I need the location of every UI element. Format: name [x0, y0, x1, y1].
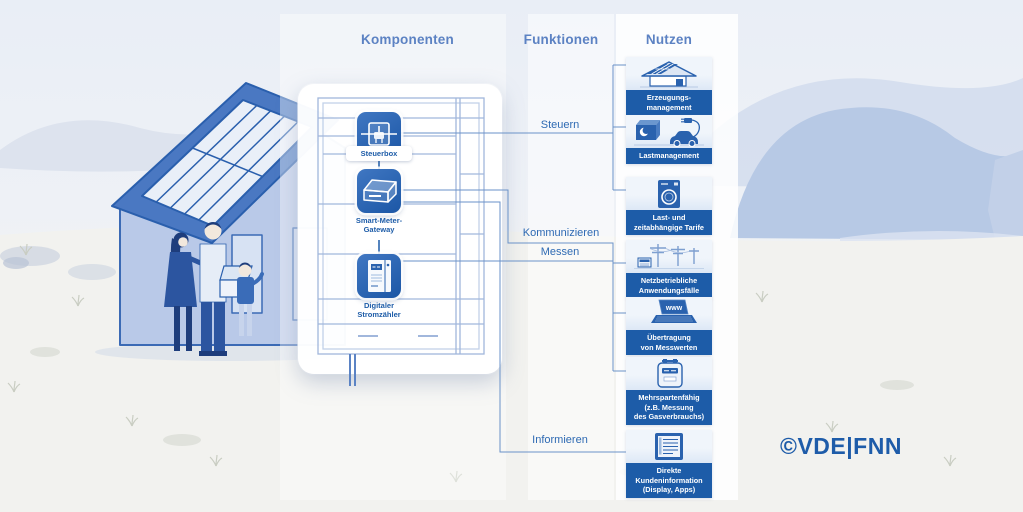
steuerbox-icon	[361, 122, 397, 146]
benefit-label-line: Anwendungsfälle	[638, 285, 700, 295]
benefit-label-line: des Gasverbrauchs)	[633, 412, 705, 421]
benefit-label: Lastmanagement	[626, 148, 712, 164]
benefit-label-line: (Display, Apps)	[642, 485, 696, 494]
solar-house-icon	[626, 57, 712, 90]
customer-display-icon	[626, 430, 712, 463]
family-illustration	[164, 222, 264, 356]
benefit-label-line: management	[646, 102, 692, 112]
header-komponenten: Komponenten	[361, 32, 454, 47]
benefit-label: Direkte Kundeninformation (Display, Apps…	[626, 463, 712, 498]
washing-machine-icon	[626, 177, 712, 210]
header-funktionen: Funktionen	[523, 32, 599, 47]
benefit-label-line: Mehrspartenfähig	[638, 393, 700, 402]
function-informieren: Informieren	[532, 434, 588, 446]
vde-fnn-logo: ©VDE|FNN	[780, 433, 902, 459]
gateway-icon	[363, 179, 397, 203]
laptop-www-icon: www	[626, 297, 712, 330]
benefit-label-line: Direkte	[656, 466, 682, 475]
function-messen: Messen	[540, 246, 580, 258]
benefit-label: Erzeugungs- management	[626, 90, 712, 115]
label-line: Steuerbox	[360, 149, 398, 158]
benefit-label-line: Netzbetriebliche	[640, 276, 698, 285]
function-kommunizieren: Kommunizieren	[522, 227, 600, 239]
benefit-label: Netzbetriebliche Anwendungsfälle	[626, 273, 712, 298]
meter-cabinet-icon	[368, 260, 391, 292]
component-smart-meter-gateway	[357, 169, 401, 213]
load-management-icon	[626, 115, 712, 148]
benefit-erzeugungsmanagement: Erzeugungs- management	[626, 57, 712, 115]
label-digitaler-stromzaehler: Digitaler Stromzähler	[340, 301, 418, 319]
benefit-mehrspartenfaehig: Mehrspartenfähig (z.B. Messung des Gasve…	[626, 357, 712, 425]
benefit-label: Mehrspartenfähig (z.B. Messung des Gasve…	[626, 390, 712, 425]
benefit-label-line: Kundeninformation	[635, 475, 703, 485]
benefit-label-line: Lastmanagement	[638, 151, 699, 160]
benefit-label-line: zeitabhängige Tarife	[633, 222, 704, 232]
function-steuern: Steuern	[540, 119, 580, 131]
benefit-label-line: (z.B. Messung	[644, 402, 694, 412]
benefit-tarife: Last- und zeitabhängige Tarife	[626, 177, 712, 235]
label-line: Stromzähler	[357, 310, 401, 319]
label-steuerbox: Steuerbox	[346, 146, 412, 161]
power-lines-icon	[626, 240, 712, 273]
benefit-label-line: von Messwerten	[640, 342, 698, 352]
benefit-lastmanagement: Lastmanagement	[626, 115, 712, 164]
svg-text:www: www	[665, 305, 683, 312]
component-digitaler-stromzaehler	[357, 254, 401, 298]
benefit-kundeninformation: Direkte Kundeninformation (Display, Apps…	[626, 430, 712, 498]
label-smart-meter-gateway: Smart-Meter- Gateway	[340, 216, 418, 234]
gas-meter-icon	[626, 357, 712, 390]
header-nutzen: Nutzen	[645, 32, 693, 47]
benefit-label: Übertragung von Messwerten	[626, 330, 712, 355]
label-line: Gateway	[363, 225, 395, 234]
benefit-netzbetrieblich: Netzbetriebliche Anwendungsfälle	[626, 240, 712, 298]
benefit-label-line: Last- und	[652, 213, 686, 222]
benefit-label-line: Erzeugungs-	[646, 93, 692, 102]
label-line: Smart-Meter-	[355, 216, 403, 225]
benefit-label: Last- und zeitabhängige Tarife	[626, 210, 712, 235]
benefit-uebertragung: www Übertragung von Messwerten	[626, 297, 712, 355]
benefit-label-line: Übertragung	[647, 333, 691, 342]
label-line: Digitaler	[363, 301, 394, 310]
